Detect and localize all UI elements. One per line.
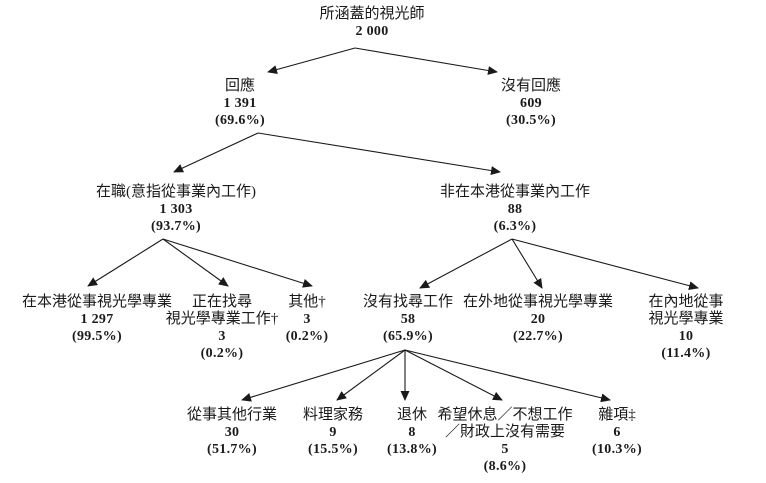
node-not-working-locally-percent: (6.3%) [493, 219, 537, 234]
node-miscellaneous-count: 6 [613, 425, 621, 440]
node-miscellaneous: 雜項‡ 6 (10.3%) [592, 407, 642, 458]
node-housework-label: 料理家務 [302, 407, 364, 423]
node-not-working-locally-count: 88 [507, 202, 523, 217]
connector-working-seeking [162, 238, 229, 287]
node-retired-count: 8 [408, 425, 416, 440]
connector-notlocal-abroad [511, 238, 543, 289]
node-no-response-percent: (30.5%) [506, 113, 556, 128]
node-wish-to-rest-percent: (8.6%) [483, 459, 527, 474]
node-other-count: 3 [303, 312, 311, 327]
node-no-response-label: 沒有回應 [500, 78, 562, 94]
node-wish-to-rest-label: 希望休息／不想工作 ／財政上沒有需要 [437, 407, 573, 440]
node-not-seeking-job: 沒有找尋工作 58 (65.9%) [363, 294, 453, 345]
node-seeking-optometry-job: 正在找尋 視光學專業工作† 3 (0.2%) [166, 294, 279, 362]
node-not-seeking-job-percent: (65.9%) [383, 329, 433, 344]
connector-working-hk-optometry [87, 238, 164, 287]
node-covered-optometrists: 所涵蓋的視光師 2 000 [319, 6, 424, 40]
node-seeking-optometry-job-label: 正在找尋 視光學專業工作† [165, 294, 279, 327]
node-hk-optometry-percent: (99.5%) [72, 329, 122, 344]
connector-root-no-response [354, 47, 498, 75]
node-responded: 回應 1 391 (69.6%) [215, 78, 265, 129]
node-retired: 退休 8 (13.8%) [387, 407, 437, 458]
node-housework-percent: (15.5%) [308, 442, 358, 457]
node-not-working-locally: 非在本港從事業內工作 88 (6.3%) [440, 184, 590, 235]
node-hk-optometry-count: 1 297 [80, 312, 114, 327]
node-housework: 料理家務 9 (15.5%) [303, 407, 363, 458]
node-other-industry: 從事其他行業 30 (51.7%) [187, 407, 277, 458]
node-housework-count: 9 [329, 425, 337, 440]
node-responded-count: 1 391 [223, 96, 257, 111]
node-not-working-locally-label: 非在本港從事業內工作 [439, 184, 591, 200]
connector-responded-not-local [257, 132, 501, 176]
connector-root-responded [267, 47, 356, 74]
node-other-percent: (0.2%) [285, 329, 329, 344]
node-covered-optometrists-label: 所涵蓋的視光師 [319, 6, 425, 22]
node-optometry-abroad-count: 20 [530, 312, 546, 327]
connector-nosearch-rest [404, 349, 503, 401]
node-working-in-industry: 在職(意指從事業內工作) 1 303 (93.7%) [96, 184, 256, 235]
node-hk-optometry: 在本港從事視光學專業 1 297 (99.5%) [22, 294, 172, 345]
node-covered-optometrists-count: 2 000 [355, 24, 389, 39]
node-other-industry-count: 30 [224, 425, 240, 440]
node-wish-to-rest-count: 5 [501, 442, 509, 457]
node-other-industry-percent: (51.7%) [207, 442, 257, 457]
connector-nosearch-housework [336, 349, 406, 401]
node-optometry-mainland: 在內地從事視光學專業 10 (11.4%) [646, 294, 726, 362]
node-no-response-count: 609 [520, 96, 542, 111]
node-working-in-industry-label: 在職(意指從事業內工作) [96, 184, 256, 200]
node-optometry-mainland-label: 在內地從事視光學專業 [648, 294, 724, 327]
node-retired-label: 退休 [396, 407, 427, 423]
node-other-industry-label: 從事其他行業 [186, 407, 278, 423]
node-seeking-optometry-job-percent: (0.2%) [200, 346, 244, 361]
connector-notlocal-no-search [419, 238, 513, 289]
node-responded-percent: (69.6%) [215, 113, 265, 128]
node-wish-to-rest: 希望休息／不想工作 ／財政上沒有需要 5 (8.6%) [437, 407, 572, 475]
connector-nosearch-misc [404, 349, 611, 403]
node-optometry-abroad: 在外地從事視光學專業 20 (22.7%) [463, 294, 613, 345]
connector-notlocal-mainland [511, 238, 699, 291]
node-optometry-abroad-percent: (22.7%) [513, 329, 563, 344]
node-optometry-mainland-percent: (11.4%) [661, 346, 711, 361]
node-not-seeking-job-label: 沒有找尋工作 [362, 294, 454, 310]
node-optometry-mainland-count: 10 [678, 329, 694, 344]
node-miscellaneous-percent: (10.3%) [592, 442, 642, 457]
node-other: 其他† 3 (0.2%) [286, 294, 329, 345]
node-miscellaneous-label: 雜項‡ [598, 407, 636, 423]
node-retired-percent: (13.8%) [387, 442, 437, 457]
node-working-in-industry-percent: (93.7%) [151, 219, 201, 234]
node-responded-label: 回應 [224, 78, 255, 94]
node-hk-optometry-label: 在本港從事視光學專業 [21, 294, 173, 310]
node-working-in-industry-count: 1 303 [159, 202, 193, 217]
connector-working-other [162, 238, 313, 288]
node-seeking-optometry-job-count: 3 [218, 329, 226, 344]
node-not-seeking-job-count: 58 [400, 312, 416, 327]
node-other-label: 其他† [288, 294, 326, 310]
connector-nosearch-other-industry [241, 349, 406, 402]
node-no-response: 沒有回應 609 (30.5%) [501, 78, 561, 129]
node-optometry-abroad-label: 在外地從事視光學專業 [462, 294, 614, 310]
connector-responded-working [173, 132, 259, 173]
